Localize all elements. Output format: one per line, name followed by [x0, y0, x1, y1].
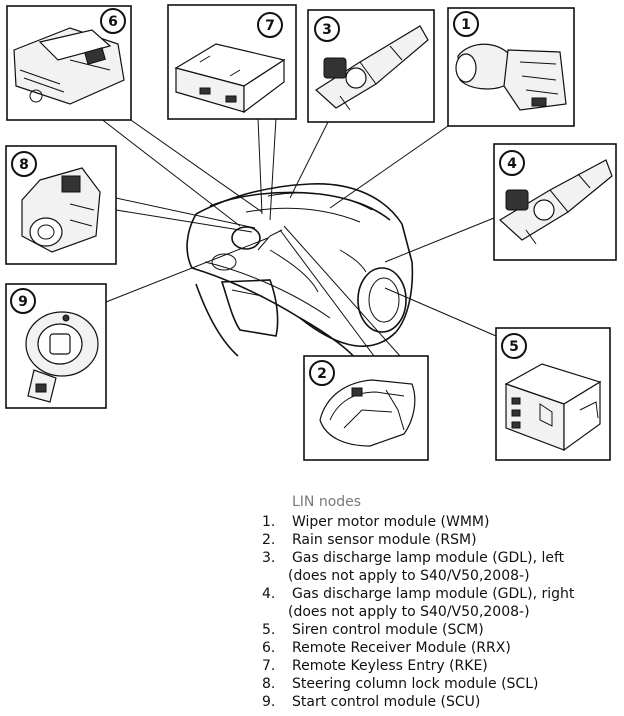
- leader-line-3: [289, 117, 331, 199]
- legend-item-number: 5.: [262, 622, 276, 638]
- legend-list: 1. Wiper motor module (WMM) 2. Rain sensor …: [262, 513, 622, 711]
- leader-line-8: [115, 197, 256, 229]
- callout-badge-8: [11, 151, 37, 177]
- legend-item: 4. Gas discharge lamp module (GDL), right: [262, 585, 622, 603]
- legend-item: 2. Rain sensor module (RSM): [262, 531, 622, 549]
- callout-number-9: 9: [18, 294, 28, 310]
- callout-number-8: 8: [19, 157, 29, 173]
- legend: LIN nodes 1. Wiper motor module (WMM) 2. Ra…: [262, 494, 622, 711]
- legend-item-text: Gas discharge lamp module (GDL), left: [292, 550, 565, 566]
- legend-item-continuation: (does not apply to S40/V50,2008-): [262, 603, 622, 621]
- module-box-4: 4: [493, 143, 617, 261]
- leader-line-6b: [99, 117, 241, 227]
- legend-item: 9. Start control module (SCU): [262, 693, 622, 711]
- leader-line-8b: [115, 209, 253, 233]
- leader-lines: [99, 117, 497, 357]
- gdl-right-illustration: [498, 159, 613, 245]
- legend-item-number: 9.: [262, 694, 276, 710]
- legend-item: 3. Gas discharge lamp module (GDL), left: [262, 549, 622, 567]
- legend-item: 6. Remote Receiver Module (RRX): [262, 639, 622, 657]
- callout-number-7: 7: [265, 18, 275, 34]
- legend-item: 7. Remote Keyless Entry (RKE): [262, 657, 622, 675]
- callout-badge-4: [499, 150, 525, 176]
- legend-item-number: 2.: [262, 532, 276, 548]
- legend-item-number: 8.: [262, 676, 276, 692]
- callout-number-6: 6: [108, 14, 118, 30]
- leader-line-1: [329, 125, 449, 209]
- legend-item-text: Steering column lock module (SCL): [292, 676, 539, 692]
- module-box-6: 6: [6, 5, 132, 121]
- module-box-7: 7: [167, 4, 297, 120]
- leader-line-2: [279, 229, 375, 357]
- callout-badge-5: [501, 333, 527, 359]
- module-box-3: 3: [307, 9, 435, 123]
- siren-control-illustration: [504, 363, 602, 452]
- legend-item-text: Remote Keyless Entry (RKE): [292, 658, 488, 674]
- callout-number-4: 4: [507, 156, 517, 172]
- module-box-5: 5: [495, 327, 611, 461]
- legend-item-text: Siren control module (SCM): [292, 622, 484, 638]
- module-box-2: 2: [303, 355, 429, 461]
- callout-number-5: 5: [509, 339, 519, 355]
- gdl-left-illustration: [315, 25, 429, 111]
- leader-line-7b: [269, 117, 277, 221]
- legend-item-text: (does not apply to S40/V50,2008-): [288, 604, 530, 620]
- leader-line-5: [384, 287, 497, 337]
- callout-badge-6: [100, 8, 126, 34]
- legend-title: LIN nodes: [292, 494, 362, 510]
- legend-item-text: (does not apply to S40/V50,2008-): [288, 568, 530, 584]
- module-box-9: 9: [5, 283, 107, 409]
- start-control-illustration: [25, 311, 99, 403]
- callout-badge-7: [257, 12, 283, 38]
- legend-item-continuation: (does not apply to S40/V50,2008-): [262, 567, 622, 585]
- keyless-entry-illustration: [174, 43, 286, 114]
- module-box-8: 8: [5, 145, 117, 265]
- callout-number-1: 1: [461, 17, 471, 33]
- legend-item-number: 7.: [262, 658, 276, 674]
- steering-lock-illustration: [21, 167, 101, 253]
- car-outline: [186, 183, 414, 365]
- legend-item-number: 6.: [262, 640, 276, 656]
- callout-badge-9: [10, 288, 36, 314]
- legend-item-number: 4.: [262, 586, 276, 602]
- legend-item-text: Wiper motor module (WMM): [292, 514, 490, 530]
- wiper-motor-illustration: [455, 43, 567, 111]
- legend-item-text: Rain sensor module (RSM): [292, 532, 477, 548]
- callout-badge-1: [453, 11, 479, 37]
- legend-item-number: 3.: [262, 550, 276, 566]
- remote-receiver-illustration: [13, 27, 125, 105]
- leader-line-7: [257, 117, 263, 215]
- legend-item: 5. Siren control module (SCM): [262, 621, 622, 639]
- callout-badge-3: [314, 16, 340, 42]
- callout-number-2: 2: [317, 366, 327, 382]
- leader-line-4: [384, 217, 495, 263]
- legend-item: 1. Wiper motor module (WMM): [262, 513, 622, 531]
- legend-item-text: Remote Receiver Module (RRX): [292, 640, 511, 656]
- module-box-1: 1: [447, 7, 575, 127]
- legend-item-text: Start control module (SCU): [292, 694, 481, 710]
- rain-sensor-illustration: [319, 379, 416, 447]
- leader-line-2b: [283, 225, 401, 357]
- callout-badge-2: [309, 360, 335, 386]
- leader-line-6: [127, 117, 263, 213]
- legend-item-text: Gas discharge lamp module (GDL), right: [292, 586, 575, 602]
- callout-number-3: 3: [322, 22, 332, 38]
- legend-item: 8. Steering column lock module (SCL): [262, 675, 622, 693]
- legend-item-number: 1.: [262, 514, 276, 530]
